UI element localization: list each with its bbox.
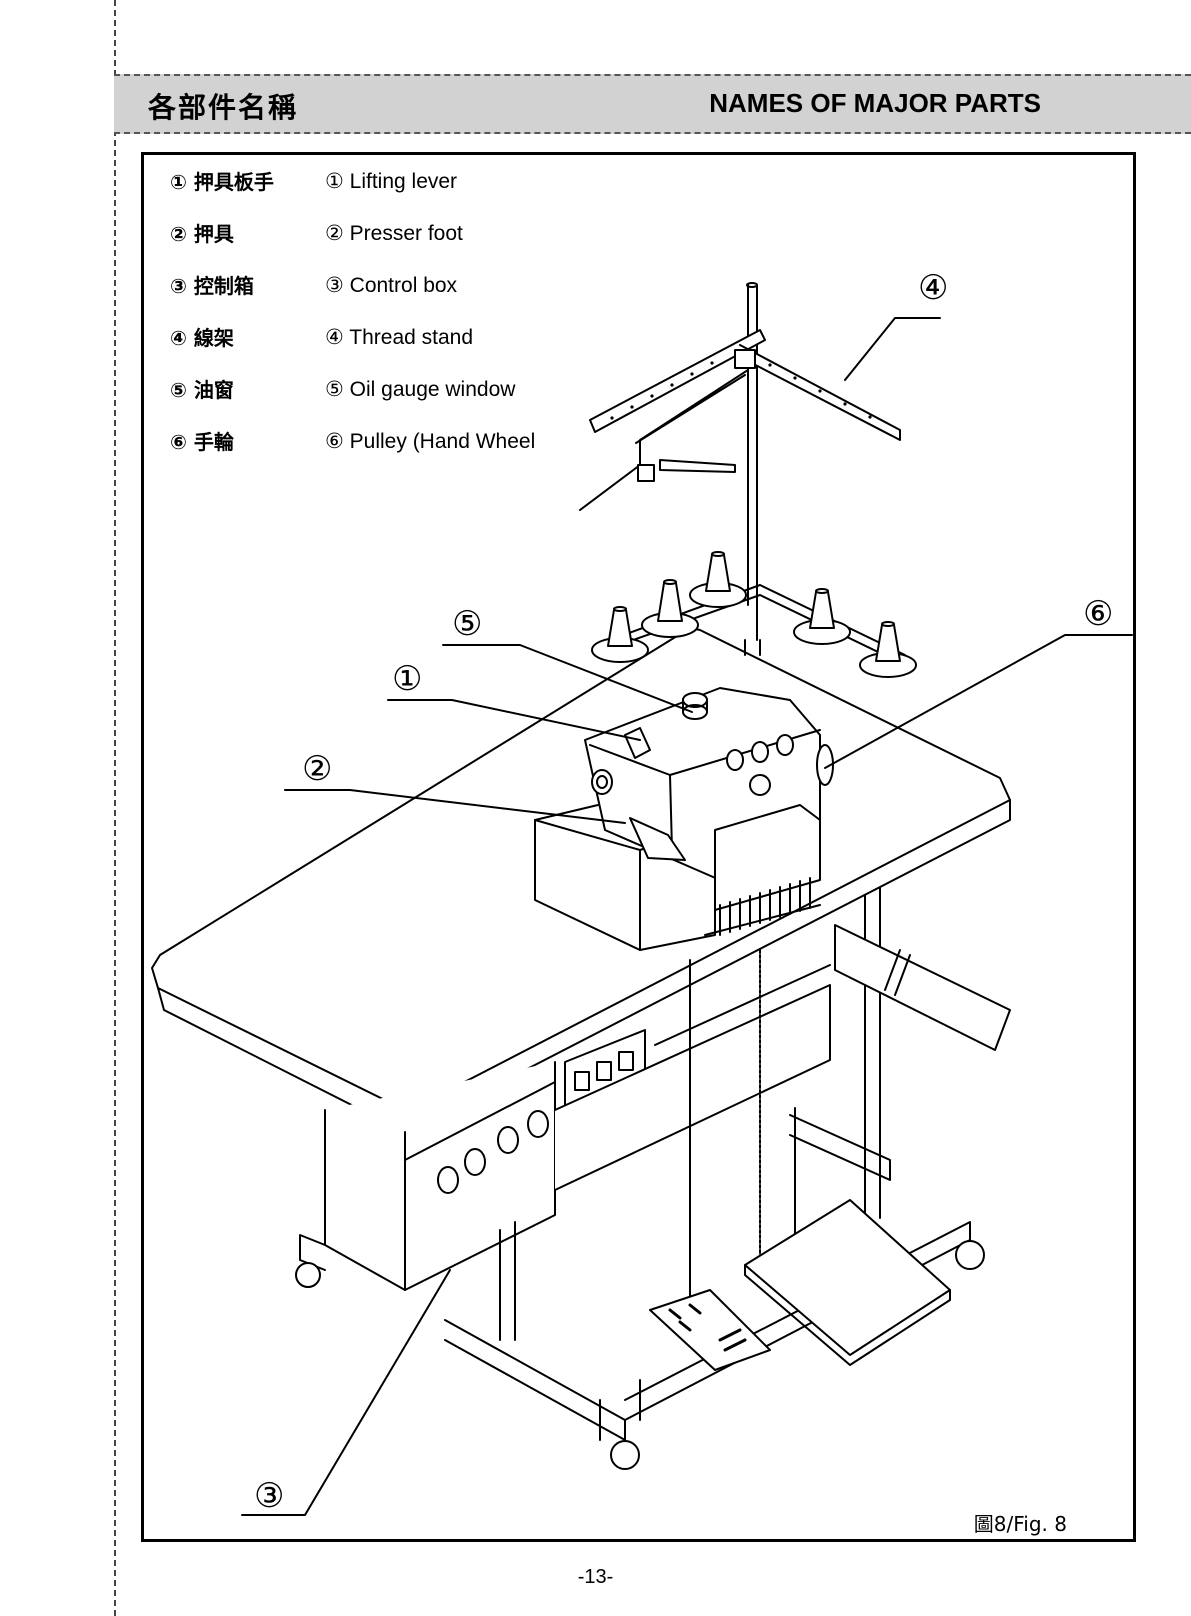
thread-stand [580,283,916,677]
figure-caption: 圖8/Fig. 8 [974,1508,1067,1537]
page-number: -13- [0,1566,1191,1589]
callout-5: ⑤ [452,607,482,641]
callout-3: ③ [254,1479,284,1513]
callout-2: ② [302,752,332,786]
callout-6: ⑥ [1083,597,1113,631]
callout-4: ④ [918,271,948,305]
callout-1: ① [392,662,422,696]
